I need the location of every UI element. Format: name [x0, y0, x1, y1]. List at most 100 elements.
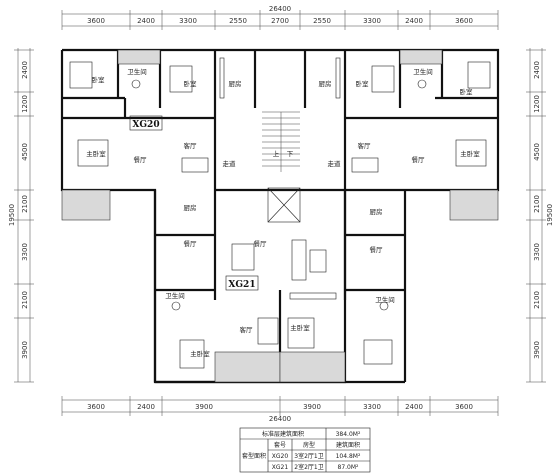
table-col-area: 建筑面积 [336, 441, 360, 449]
right-dim-4: 2100 [533, 195, 541, 213]
room-master-bedroom-1: 主卧室 [86, 149, 106, 158]
top-dim-8: 2400 [405, 17, 423, 25]
room-dining-1: 餐厅 [134, 155, 148, 164]
room-living-1: 客厅 [184, 141, 198, 150]
room-bathroom-4: 卫生间 [375, 295, 395, 304]
room-labels: 卧室 卫生间 卧室 厨房 厨房 卧室 卫生间 卧室 主卧室 餐厅 客厅 走道 走… [86, 67, 480, 358]
sofa-icon [351, 157, 379, 173]
bed-icon [169, 65, 193, 93]
unit-tag-lower: XG21 [228, 280, 255, 290]
room-living-2: 客厅 [358, 141, 372, 150]
kitchen-counter-icon [289, 292, 337, 300]
left-dim-5: 3300 [21, 243, 29, 261]
dining-table-icon [231, 243, 255, 271]
room-master-bedroom-3: 主卧室 [290, 323, 310, 332]
sofa-icon [291, 239, 307, 281]
bed-icon [363, 339, 393, 365]
overall-depth-right: 19500 [546, 204, 554, 226]
room-living-3: 客厅 [240, 325, 254, 334]
right-dim-1: 2400 [533, 61, 541, 79]
room-kitchen-4: 厨房 [370, 207, 383, 216]
room-master-bedroom-2: 主卧室 [460, 149, 480, 158]
table-row-area: 87.0M² [338, 464, 360, 471]
room-kitchen-2: 厨房 [319, 79, 332, 88]
room-corridor-2: 走道 [328, 159, 342, 168]
left-dim-2: 1200 [21, 95, 29, 113]
balcony-lower-right [279, 351, 346, 383]
stair-up-label: 上 [273, 149, 280, 158]
room-corridor-1: 走道 [223, 159, 237, 168]
room-dining-5: 餐厅 [370, 245, 384, 254]
left-dim-1: 2400 [21, 61, 29, 79]
room-dining-4: 餐厅 [254, 239, 268, 248]
bottom-dim-2: 2400 [137, 403, 155, 411]
room-master-bedroom-4: 主卧室 [190, 349, 210, 358]
top-dim-5: 2700 [271, 17, 289, 25]
kitchen-counter-icon [335, 57, 341, 99]
balcony-right [449, 189, 499, 221]
balcony-lower-left [214, 351, 281, 383]
toilet-icon [417, 79, 427, 89]
top-dim-9: 3600 [455, 17, 473, 25]
table-row-area: 104.8M² [336, 453, 361, 460]
table-header-value: 384.0M² [336, 431, 361, 438]
unit-tag-box-upper [129, 115, 163, 131]
left-dim-3: 4500 [21, 143, 29, 161]
right-dim-5: 3300 [533, 243, 541, 261]
room-bedroom-2: 卧室 [184, 79, 198, 88]
room-bathroom-2: 卫生间 [413, 67, 433, 76]
right-dim-7: 3900 [533, 341, 541, 359]
right-dim-3: 4500 [533, 143, 541, 161]
right-dim-2: 1200 [533, 95, 541, 113]
sofa-icon [181, 157, 209, 173]
right-dim-6: 2100 [533, 291, 541, 309]
bottom-dim-1: 3600 [87, 403, 105, 411]
left-dimensions: 19500 2400 1200 4500 2100 3300 2100 3900 [8, 48, 34, 383]
top-dim-3: 3300 [179, 17, 197, 25]
bed-icon [467, 61, 491, 89]
toilet-icon [131, 79, 141, 89]
top-dimensions: 26400 3600 2400 3300 2550 2700 2550 3300… [61, 5, 499, 30]
table-row-type: 3室2厅1卫 [294, 452, 323, 460]
stair-down-label: 下 [287, 150, 294, 158]
left-dim-6: 2100 [21, 291, 29, 309]
toilet-icon [171, 301, 181, 311]
top-dim-1: 3600 [87, 17, 105, 25]
table-header-label: 标准层建筑面积 [262, 430, 304, 438]
table-row-group-label: 套型面积 [242, 452, 266, 460]
bed-icon [179, 339, 205, 369]
room-bedroom-4: 卧室 [460, 87, 474, 96]
room-bathroom-3: 卫生间 [165, 291, 185, 300]
overall-depth-left: 19500 [8, 204, 16, 226]
bottom-dim-6: 2400 [405, 403, 423, 411]
bottom-dimensions: 3600 2400 3900 3900 3300 2400 3600 26400 [61, 396, 499, 423]
room-bedroom-1: 卧室 [92, 75, 106, 84]
room-dining-2: 餐厅 [412, 155, 426, 164]
balcony-left [61, 189, 111, 221]
overall-width-bottom: 26400 [269, 415, 291, 423]
room-kitchen-3: 厨房 [184, 203, 197, 212]
coffee-table-icon [309, 249, 327, 273]
overall-width-top: 26400 [269, 5, 291, 13]
top-dim-6: 2550 [313, 17, 331, 25]
toilet-icon [379, 301, 389, 311]
furniture [69, 57, 491, 369]
table-row-id: XG21 [272, 464, 289, 471]
left-dim-4: 2100 [21, 195, 29, 213]
room-bathroom-1: 卫生间 [127, 67, 147, 76]
building-walls [60, 48, 500, 384]
bed-icon [77, 139, 109, 167]
left-dim-7: 3900 [21, 341, 29, 359]
balconies [61, 49, 499, 383]
bed-icon [69, 61, 93, 89]
unit-tag-box-lower [225, 275, 259, 291]
bed-icon [455, 139, 487, 167]
room-dining-3: 餐厅 [184, 239, 198, 248]
table-col-id: 套号 [274, 441, 286, 449]
area-table: 标准层建筑面积 384.0M² 套型面积 套号 房型 建筑面积 XG20 3室2… [239, 427, 371, 473]
top-dim-4: 2550 [229, 17, 247, 25]
bed-icon [371, 65, 395, 93]
bottom-dim-4: 3900 [303, 403, 321, 411]
balcony-top-right [399, 49, 443, 65]
